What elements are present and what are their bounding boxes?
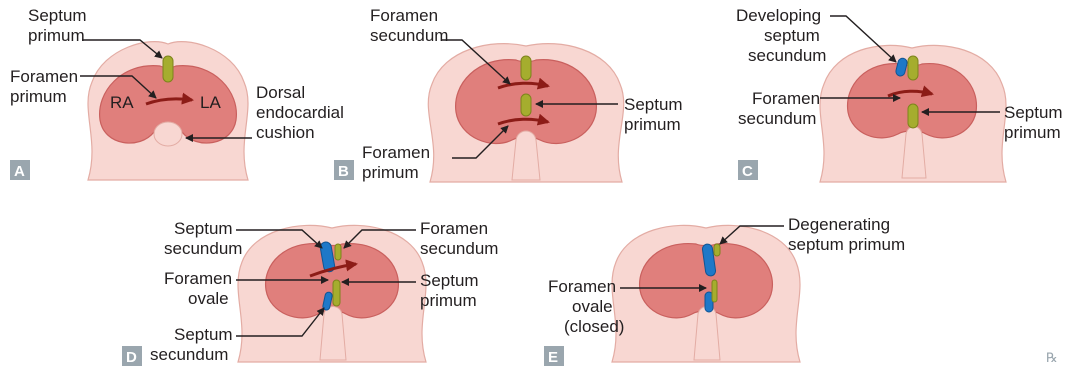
panel-tag-b: B	[334, 160, 354, 180]
developing-septum-secundum-label: Developing septum secundum	[736, 6, 826, 65]
panel-d: Septum secundum Foramen secundum Foramen…	[122, 219, 498, 366]
degenerating-septum-primum	[714, 244, 720, 256]
panel-tag-c: C	[738, 160, 758, 180]
panel-e: Degenerating septum primum Foramen ovale…	[544, 215, 905, 366]
septum-primum-label-c: Septum primum	[1004, 103, 1067, 142]
septum-primum-upper-d	[335, 244, 341, 260]
septum-primum-lower-b	[521, 94, 531, 116]
panel-tag-d: D	[122, 346, 142, 366]
panel-tag-e: E	[544, 346, 564, 366]
septum-primum-lower-d	[333, 280, 340, 306]
svg-text:A: A	[14, 163, 25, 180]
septum-primum-a	[163, 56, 173, 82]
foramen-secundum-label-b: Foramen secundum	[370, 6, 448, 45]
degenerating-septum-primum-label: Degenerating septum primum	[788, 215, 905, 254]
septum-primum-label-a: Septum primum	[28, 6, 91, 45]
foramen-primum-label-a: Foramen primum	[10, 67, 83, 106]
svg-text:E: E	[548, 349, 558, 366]
dorsal-endocardial-cushion-label: Dorsal endocardial cushion	[256, 83, 349, 142]
septum-primum-label-b: Septum primum	[624, 95, 687, 134]
svg-text:D: D	[126, 349, 137, 366]
rx-logo: ℞	[1046, 350, 1058, 365]
foramen-ovale-label-d: Foramen ovale	[164, 269, 237, 308]
la-label: LA	[200, 93, 221, 112]
panel-c: Developing septum secundum Foramen secun…	[736, 6, 1067, 182]
foramen-primum-label-b: Foramen primum	[362, 143, 435, 182]
septum-secundum-top-label-d: Septum secundum	[164, 219, 242, 258]
svg-text:B: B	[338, 163, 349, 180]
ra-label: RA	[110, 93, 134, 112]
foramen-secundum-label-d: Foramen secundum	[420, 219, 498, 258]
septum-primum-upper-b	[521, 56, 531, 80]
panel-a: RA LA Septum primum Foramen primum Dorsa…	[10, 6, 349, 180]
svg-text:C: C	[742, 163, 753, 180]
foramen-secundum-label-c: Foramen secundum	[738, 89, 825, 128]
septum-primum-lower-c	[908, 104, 918, 128]
septum-primum-flap-e	[712, 280, 717, 302]
septum-primum-upper-c	[908, 56, 918, 80]
septum-primum-label-d: Septum primum	[420, 271, 483, 310]
panel-tag-a: A	[10, 160, 30, 180]
panel-b: Foramen secundum Septum primum Foramen p…	[334, 6, 687, 182]
foramen-ovale-closed-label: Foramen ovale (closed)	[548, 277, 624, 336]
septum-secundum-bottom-label-d: Septum secundum	[150, 325, 237, 364]
